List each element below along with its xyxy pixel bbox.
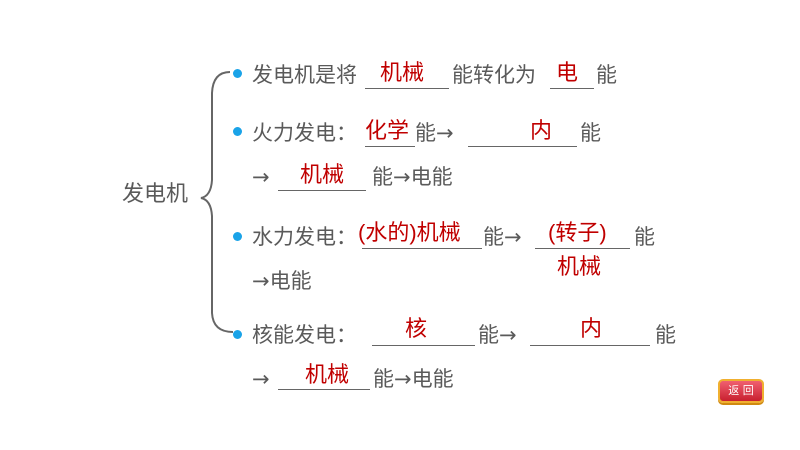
answer: 机械 bbox=[300, 162, 345, 187]
answer-blank bbox=[365, 88, 449, 89]
statement-text: 能→电能 bbox=[373, 367, 454, 391]
statement-text: 核能发电： bbox=[252, 323, 357, 347]
statement-text: 水力发电： bbox=[252, 225, 357, 249]
bullet-icon bbox=[233, 127, 242, 136]
statement-text: 火力发电： bbox=[252, 121, 357, 145]
answer: 机械 bbox=[557, 254, 602, 279]
answer-blank bbox=[468, 146, 577, 147]
statement-text: 能→电能 bbox=[372, 165, 453, 189]
statement-text: 发电机是将 bbox=[252, 63, 357, 87]
answer: 内 bbox=[580, 316, 603, 341]
answer-blank bbox=[535, 248, 630, 249]
statement-text: 能 bbox=[634, 225, 655, 249]
answer: (水的)机械 bbox=[358, 220, 461, 245]
statement-text: →电能 bbox=[252, 269, 312, 293]
answer: 机械 bbox=[380, 60, 425, 85]
answer: 化学 bbox=[365, 118, 410, 143]
statement-text: 能→ bbox=[415, 121, 454, 145]
statement-text: 能→ bbox=[478, 323, 517, 347]
bullet-icon bbox=[233, 232, 242, 241]
answer-blank bbox=[278, 190, 366, 191]
bullet-icon bbox=[233, 69, 242, 78]
answer-blank bbox=[362, 248, 482, 249]
return-button[interactable]: 返 回 bbox=[718, 379, 764, 403]
answer: 机械 bbox=[305, 362, 350, 387]
bullet-icon bbox=[233, 330, 242, 339]
brace-icon bbox=[200, 71, 234, 333]
answer: 电 bbox=[556, 60, 579, 85]
answer: 核 bbox=[405, 316, 428, 341]
answer-blank bbox=[278, 389, 370, 390]
answer: 内 bbox=[530, 118, 553, 143]
statement-text: 能 bbox=[655, 323, 676, 347]
answer: (转子) bbox=[548, 220, 607, 245]
answer-blank bbox=[550, 88, 594, 89]
answer-blank bbox=[365, 146, 415, 147]
statement-text: → bbox=[252, 165, 270, 189]
answer-blank bbox=[530, 345, 650, 346]
answer-blank bbox=[372, 345, 475, 346]
statement-text: 能转化为 bbox=[452, 63, 536, 87]
statement-text: → bbox=[252, 367, 270, 391]
statement-text: 能→ bbox=[483, 225, 522, 249]
topic-title: 发电机 bbox=[122, 182, 189, 207]
statement-text: 能 bbox=[596, 63, 617, 87]
statement-text: 能 bbox=[580, 121, 601, 145]
